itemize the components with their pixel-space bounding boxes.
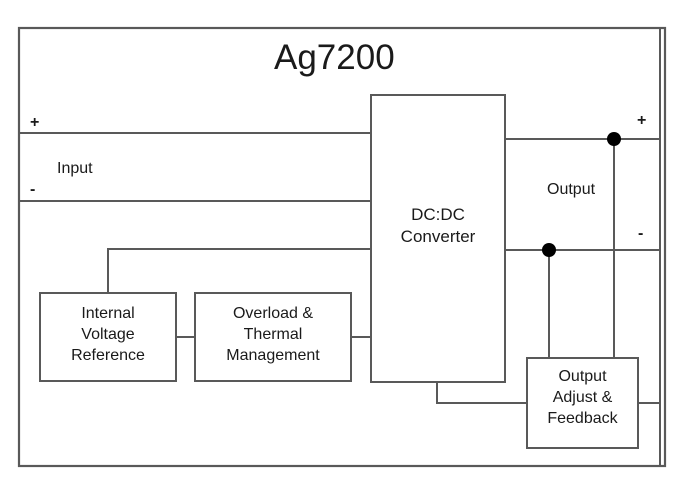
wire-converter-to-feedback [436,381,528,404]
wire-reference-sense [107,248,372,294]
block-label-internal-voltage-reference: Internal Voltage Reference [71,305,145,365]
junction-dot-output-positive [607,132,621,146]
input-negative-polarity-label: - [30,181,36,198]
block-label-overload-thermal-management: Overload & Thermal Management [226,305,320,365]
input-port-label: Input [57,160,93,177]
input-positive-polarity-label: + [30,114,40,131]
block-internal-voltage-reference[interactable] [39,292,177,382]
block-label-output-adjust-feedback: Output Adjust & Feedback [547,368,618,428]
output-positive-polarity-label: + [637,112,647,129]
page-title: Ag7200 [274,38,395,77]
package-outline [17,26,667,468]
output-port-label: Output [547,181,596,198]
block-overload-thermal-management[interactable] [194,292,352,382]
block-label-dcdc-converter: DC:DC Converter [400,205,476,247]
block-dcdc-converter[interactable] [370,94,506,383]
junction-dot-output-negative [542,243,556,257]
output-negative-polarity-label: - [638,225,644,242]
block-output-adjust-feedback[interactable] [526,357,639,449]
